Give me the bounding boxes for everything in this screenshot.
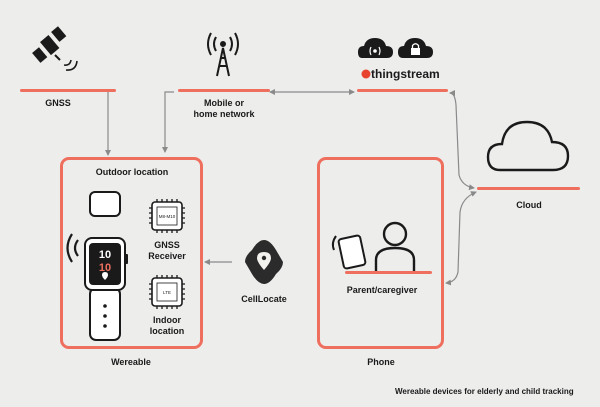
celllocate-label: CellLocate [241, 294, 287, 304]
thingstream-cloud-arrow [449, 90, 475, 191]
chip-bottom-label: LTE [163, 290, 171, 295]
indoor-location-label-line2: location [149, 326, 185, 336]
person-icon [374, 221, 416, 272]
gnss-label: GNSS [45, 98, 71, 108]
mobile-network-label-line2: home network [193, 109, 255, 119]
wearable-label: Wereable [111, 357, 151, 367]
wireless-cloud-icon [358, 38, 393, 58]
cloud-phone-arrow [445, 191, 477, 286]
lock-cloud-icon [398, 38, 433, 58]
phone-box [317, 157, 444, 349]
thingstream-bar [357, 89, 448, 92]
watch-minute: 10 [99, 262, 111, 274]
wearable-to-network-arrow [162, 91, 174, 153]
wave-icon [66, 233, 79, 263]
mobile-network-label-line1: Mobile or [204, 98, 244, 108]
gnss-bar [20, 89, 116, 92]
gnss-receiver-label-line2: Receiver [148, 251, 186, 261]
chip-icon [149, 275, 185, 309]
watch-hour: 10 [99, 249, 111, 261]
parent-caregiver-label: Parent/caregiver [346, 285, 418, 295]
cloud-bar [477, 187, 580, 190]
network-bar [178, 89, 270, 92]
smartwatch-icon [84, 191, 128, 341]
phone-icon [331, 234, 367, 270]
indoor-location-label-line1: Indoor [153, 315, 181, 325]
chip-top-label: M8-M10 [159, 214, 176, 219]
chip-icon [149, 199, 185, 233]
gnss-receiver-label-line1: GNSS [154, 240, 180, 250]
cell-tower-icon [207, 32, 239, 77]
cloud-label: Cloud [516, 200, 542, 210]
phone-label: Phone [367, 357, 395, 367]
outdoor-location-label: Outdoor location [95, 167, 169, 177]
desk-bar [345, 271, 432, 274]
caption: Wereable devices for elderly and child t… [395, 387, 574, 396]
location-pin-icon [245, 240, 283, 284]
thingstream-logo-mark [361, 69, 371, 79]
brand-name: thingstream [371, 67, 440, 81]
connectors [105, 89, 477, 286]
cloud-icon [486, 120, 570, 172]
wearable-box [60, 157, 203, 349]
satellite-icon [32, 26, 78, 71]
